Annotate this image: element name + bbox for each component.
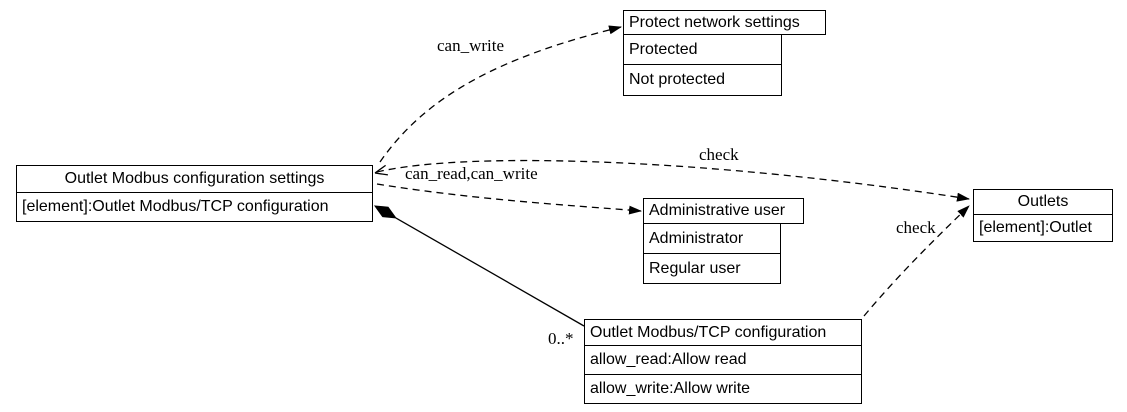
- class-row-administrator: Administrator: [643, 223, 781, 254]
- class-title-outlet-modbus-tcp-configuration: Outlet Modbus/TCP configuration: [584, 319, 862, 346]
- class-row-allow-read: allow_read:Allow read: [584, 345, 862, 375]
- edge-can-read-can-write: [376, 183, 642, 215]
- class-title-administrative-user: Administrative user: [643, 198, 804, 224]
- edge-label-can-write: can_write: [437, 36, 505, 55]
- class-row-element-outlet: [element]:Outlet: [973, 214, 1113, 242]
- class-row-allow-write: allow_write:Allow write: [584, 374, 862, 404]
- edge-label-check-bottom: check: [896, 218, 936, 237]
- class-row-protected: Protected: [623, 34, 782, 65]
- class-title-outlet-modbus-settings: Outlet Modbus configuration settings: [16, 165, 373, 193]
- edge-label-multiplicity: 0..*: [548, 329, 574, 348]
- class-row-element-outlet-modbus-tcp: [element]:Outlet Modbus/TCP configuratio…: [16, 192, 373, 222]
- class-row-regular-user: Regular user: [643, 253, 781, 284]
- edge-label-can-read-can-write: can_read,can_write: [405, 164, 538, 183]
- class-row-not-protected: Not protected: [623, 64, 782, 96]
- class-title-outlets: Outlets: [973, 189, 1113, 215]
- arrowhead-vee-settings: [374, 164, 388, 176]
- edge-composition: [395, 217, 585, 327]
- composition-diamond: [373, 205, 397, 219]
- edge-label-check-top: check: [699, 145, 739, 164]
- class-title-protect-network-settings: Protect network settings: [623, 10, 826, 35]
